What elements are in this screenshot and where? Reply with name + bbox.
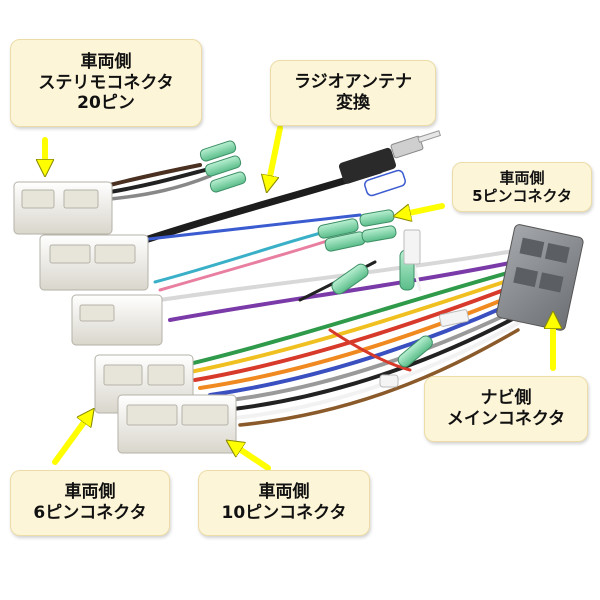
crimp-terminals (199, 140, 433, 368)
wire-bundle (108, 163, 524, 427)
wire-label-tags (379, 229, 470, 388)
callout-stereo-20pin: 車両側 ステリモコネクタ 20ピン (10, 39, 202, 127)
arrow-to-5pin (400, 203, 445, 215)
antenna-adapter (338, 130, 442, 197)
arrow-to-antenna (268, 125, 283, 186)
callout-vehicle-5pin: 車両側 5ピンコネクタ (452, 162, 592, 212)
callout-radio-antenna: ラジオアンテナ 変換 (270, 60, 436, 126)
arrow-to-6pin (52, 414, 90, 465)
vehicle-connectors (13, 181, 237, 454)
callout-navi-main: ナビ側 メインコネクタ (424, 376, 588, 442)
callout-vehicle-6pin: 車両側 6ピンコネクタ (10, 470, 170, 536)
navi-main-connector (496, 224, 584, 331)
arrow-to-10pin (232, 444, 271, 471)
pointer-arrows (45, 125, 553, 471)
callout-vehicle-10pin: 車両側 10ピンコネクタ (198, 470, 370, 536)
